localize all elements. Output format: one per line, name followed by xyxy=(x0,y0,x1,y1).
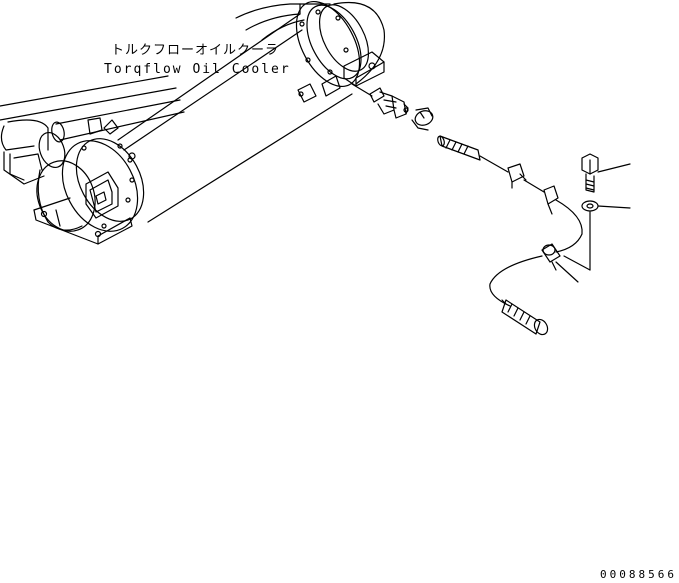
temperature-sensor xyxy=(370,88,408,118)
leader-line xyxy=(352,84,372,96)
sensor-wire-c xyxy=(556,200,582,252)
drawing-number: 00088566 xyxy=(600,568,677,581)
sensor-wire-d xyxy=(490,256,542,306)
wire-clip-2 xyxy=(544,186,558,214)
sensor-wire-b xyxy=(524,180,544,192)
sensor-wire-a xyxy=(480,156,508,172)
front-end-cover xyxy=(27,127,157,244)
bolt-callout-line xyxy=(598,164,630,172)
protective-sleeve-1 xyxy=(436,135,480,160)
cooler-cylinder xyxy=(118,0,384,222)
wire-clip-1 xyxy=(508,164,526,188)
oil-cooler-assembly xyxy=(0,0,384,244)
mounting-bolt xyxy=(582,154,598,192)
washer xyxy=(582,201,598,211)
front-elbow xyxy=(1,120,69,184)
mounting-bracket-plate xyxy=(564,212,590,270)
part-name-english: Torqflow Oil Cooler xyxy=(104,62,291,77)
washer-callout-line xyxy=(598,206,630,208)
wire-clip-3 xyxy=(542,244,560,270)
part-name-japanese: トルクフローオイルクーラ xyxy=(111,43,280,58)
rear-mount-bracket xyxy=(322,52,384,96)
clip-callout-line xyxy=(556,262,578,282)
front-mount-base xyxy=(34,198,132,244)
sensor-harness-assembly xyxy=(352,84,630,337)
side-pipes xyxy=(0,76,184,143)
upper-pipe xyxy=(236,4,330,40)
protective-sleeve-2 xyxy=(502,300,550,337)
hose-clamp xyxy=(412,108,435,130)
